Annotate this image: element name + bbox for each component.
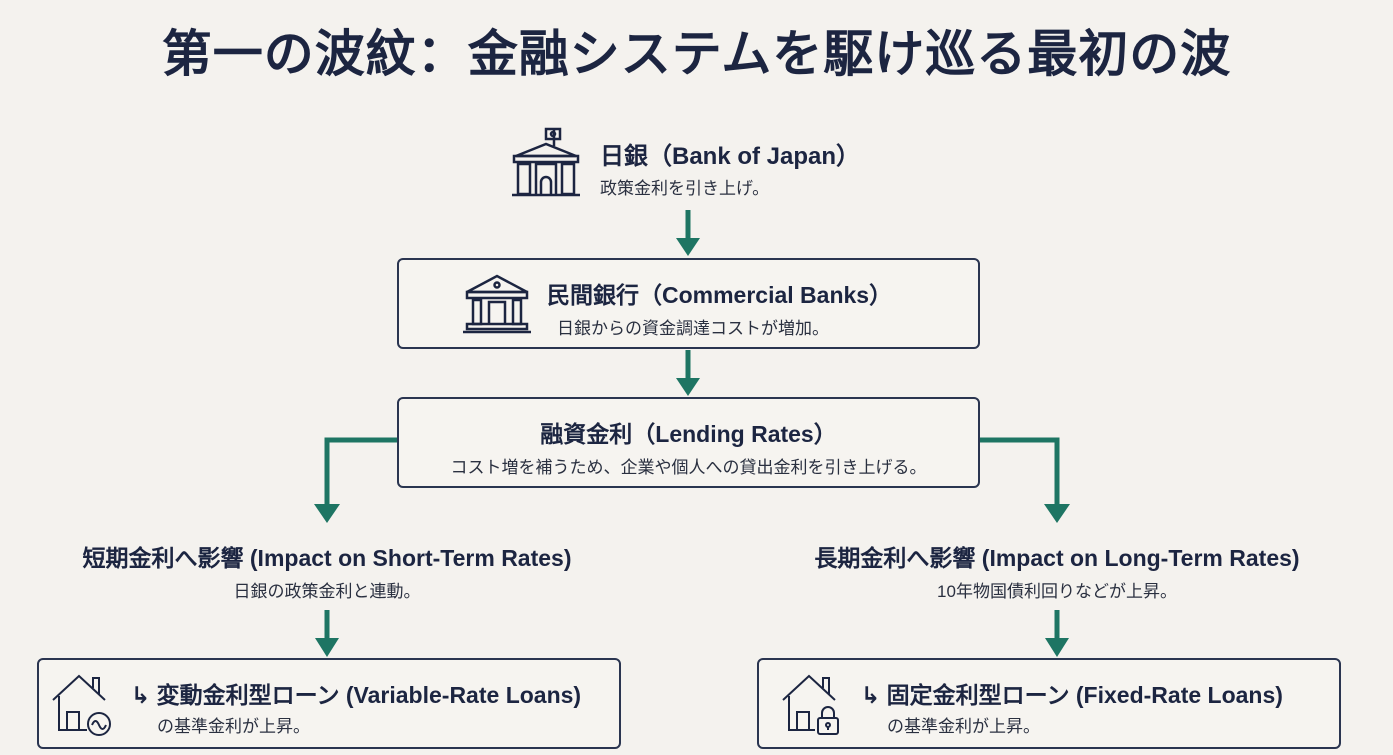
long-term-title: 長期金利へ影響 (Impact on Long-Term Rates) <box>814 545 1300 571</box>
long-term-subtitle: 10年物国債利回りなどが上昇。 <box>937 582 1177 601</box>
node-fixed-loans: ↳ 固定金利型ローン (Fixed-Rate Loans) の基準金利が上昇。 <box>757 658 1341 749</box>
short-term-title: 短期金利へ影響 (Impact on Short-Term Rates) <box>82 545 572 571</box>
lending-subtitle: コスト増を補うため、企業や個人への貸出金利を引き上げる。 <box>450 458 927 477</box>
arrowhead <box>676 378 700 396</box>
node-boj: 日銀（Bank of Japan） 政策金利を引き上げ。 <box>510 126 870 201</box>
banks-subtitle: 日銀からの資金調達コストが増加。 <box>557 319 829 338</box>
arrowhead <box>314 504 340 523</box>
arrowhead <box>1044 504 1070 523</box>
arrowhead <box>676 238 700 256</box>
arrow-lending-to-short <box>324 437 397 506</box>
lending-title: 融資金利（Lending Rates） <box>540 421 837 447</box>
node-commercial-banks: 民間銀行（Commercial Banks） 日銀からの資金調達コストが増加。 <box>397 258 980 349</box>
page-title: 第一の波紋：金融システムを駆け巡る最初の波 <box>161 26 1232 82</box>
house-lock-icon <box>782 674 839 735</box>
node-variable-loans: ↳ 変動金利型ローン (Variable-Rate Loans) の基準金利が上… <box>37 658 621 749</box>
node-lending-rates: 融資金利（Lending Rates） コスト増を補うため、企業や個人への貸出金… <box>397 397 980 488</box>
boj-subtitle: 政策金利を引き上げ。 <box>600 179 770 198</box>
variable-loans-subtitle: の基準金利が上昇。 <box>157 717 310 736</box>
boj-title: 日銀（Bank of Japan） <box>600 143 861 170</box>
fixed-loans-title: ↳ 固定金利型ローン (Fixed-Rate Loans) <box>861 682 1283 708</box>
house-wave-icon <box>52 674 111 736</box>
bank-icon <box>463 274 531 334</box>
fixed-loans-subtitle: の基準金利が上昇。 <box>887 717 1040 736</box>
banks-title: 民間銀行（Commercial Banks） <box>547 282 893 308</box>
arrow-lending-to-long <box>979 437 1060 506</box>
short-term-subtitle: 日銀の政策金利と連動。 <box>233 582 421 601</box>
arrowhead <box>1045 638 1069 657</box>
central-bank-icon <box>512 127 580 197</box>
variable-loans-title: ↳ 変動金利型ローン (Variable-Rate Loans) <box>131 682 582 708</box>
arrowhead <box>315 638 339 657</box>
